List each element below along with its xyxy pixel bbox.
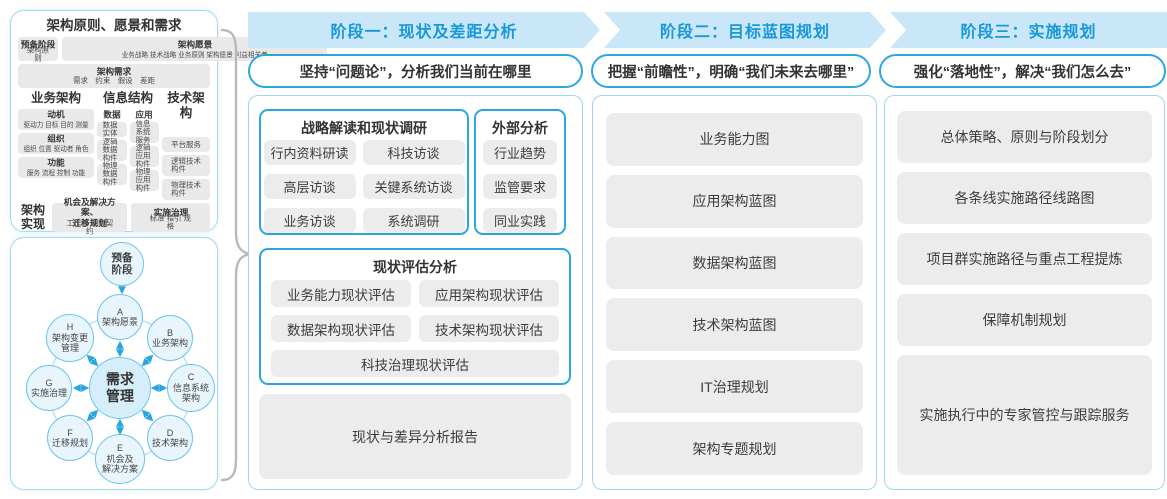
current-state-evaluation-box: 现状评估分析 业务能力现状评估 应用架构现状评估 数据架构现状评估 技术架构现状…	[259, 248, 571, 385]
external-item: 监管要求	[483, 174, 557, 199]
business-architecture-header: 业务架构	[30, 91, 81, 105]
phase3-item: 实施执行中的专家管控与跟踪服务	[897, 355, 1152, 475]
strategy-item: 高层访谈	[263, 174, 356, 199]
technology-architecture-column: 技术架构 平台服务 逻辑技术 构件 物理技术 构件	[162, 91, 210, 200]
phase3-item: 总体策略、原则与阶段划分	[897, 111, 1152, 163]
data-subcolumn: 数据 数据实体 逻辑数据 构件 物理数据 构件	[97, 109, 127, 200]
vision-sub: 业务战略 技术战略 业务原则 架构愿景 利益相关者	[121, 50, 268, 59]
strategy-item: 关键系统访谈	[362, 174, 465, 199]
phase2-panel: 业务能力图 应用架构蓝图 数据架构蓝图 技术架构蓝图 IT治理规划 架构专题规划	[592, 95, 877, 490]
phase2-item: 技术架构蓝图	[606, 298, 863, 352]
architecture-content-framework-panel: 架构原则、愿景和需求 预备阶段 架构原则 架构愿景 业务战略 技术战略 业务原则…	[10, 10, 328, 235]
external-analysis-title: 外部分析	[492, 120, 548, 136]
evaluation-item: 科技治理现状评估	[271, 350, 559, 377]
evaluation-item: 数据架构现状评估	[271, 315, 411, 342]
prep-phase-title: 预备阶段	[20, 39, 56, 50]
adm-phase-a-vision-circle: A 架构愿景	[97, 294, 143, 340]
information-structure-header: 信息结构	[102, 91, 153, 105]
phase3-item: 保障机制规划	[897, 294, 1152, 346]
external-analysis-box: 外部分析 行业趋势 监管要求 同业实践	[474, 109, 566, 235]
strategy-research-title: 战略解读和现状调研	[301, 120, 427, 136]
logical-tech-box: 逻辑技术 构件	[162, 155, 210, 176]
technology-architecture-header: 技术架构	[167, 91, 205, 120]
external-item: 行业趋势	[483, 140, 557, 165]
adm-phase-d-technology-circle: D 技术架构	[147, 415, 193, 461]
strategy-item: 业务访谈	[263, 208, 356, 233]
motivation-box: 动机 驱动力 目标 目的 测量	[18, 109, 94, 130]
phase2-item: 数据架构蓝图	[606, 236, 863, 290]
adm-prep-phase-circle: 预备 阶段	[100, 242, 144, 286]
architecture-requirements-box: 架构需求 需求 约束 假设 差距	[18, 64, 210, 88]
requirements-title: 架构需求	[96, 66, 132, 77]
physical-data-box: 物理数据 构件	[97, 162, 127, 187]
adm-phase-b-business-circle: B 业务架构	[147, 315, 193, 361]
phase1-panel: 战略解读和现状调研 行内资料研读 科技访谈 高层访谈 关键系统访谈 业务访谈 系…	[248, 95, 583, 490]
evaluation-item: 业务能力现状评估	[271, 280, 411, 307]
opportunities-migration-box: 机会及解决方案、 迁移规划 工作包 架构契约	[52, 197, 128, 235]
physical-app-box: 物理应用 构件	[129, 168, 159, 193]
vision-title: 架构愿景	[177, 39, 212, 50]
phase2-slogan: 把握“前瞻性”，明确“我们未来去哪里”	[591, 54, 871, 88]
physical-tech-box: 物理技术 构件	[162, 179, 210, 200]
phase3-header-band: 阶段三：实施规划	[890, 12, 1167, 48]
strategy-research-box: 战略解读和现状调研 行内资料研读 科技访谈 高层访谈 关键系统访谈 业务访谈 系…	[259, 109, 469, 235]
phase1-header-band: 阶段一：现状及差距分析	[248, 12, 600, 48]
requirements-sub: 需求 约束 假设 差距	[73, 76, 155, 85]
phase2-item: 架构专题规划	[606, 422, 863, 475]
phase2-item: IT治理规划	[606, 360, 863, 414]
external-item: 同业实践	[483, 208, 557, 233]
phase2-item: 应用架构蓝图	[606, 174, 863, 228]
platform-service-box: 平台服务	[162, 137, 210, 152]
business-architecture-column: 业务架构 动机 驱动力 目标 目的 测量 组织 组织 位置 驱动者 角色 功能 …	[18, 91, 94, 200]
strategy-item: 科技访谈	[362, 140, 465, 165]
function-box: 功能 服务 流程 控制 功能	[18, 157, 94, 178]
gap-analysis-report-box: 现状与差异分析报告	[259, 394, 571, 479]
strategy-item: 系统调研	[362, 208, 465, 233]
application-subcolumn: 应用 信息系统 服务 逻辑应用 构件 物理应用 构件	[129, 109, 159, 200]
evaluation-item: 技术架构现状评估	[419, 315, 559, 342]
adm-requirements-management-circle: 需求 管理	[89, 357, 151, 419]
phase3-item: 项目群实施路径与重点工程提炼	[897, 233, 1152, 285]
phase2-item: 业务能力图	[606, 113, 863, 166]
current-state-evaluation-title: 现状评估分析	[373, 259, 457, 275]
adm-cycle-panel: 预备 阶段 A 架构愿景 B 业务架构 C 信息系统 架构 D 技术架构 E 机…	[10, 237, 218, 490]
phase3-panel: 总体策略、原则与阶段划分 各条线实施路径线路图 项目群实施路径与重点工程提炼 保…	[884, 95, 1165, 490]
evaluation-item: 应用架构现状评估	[419, 280, 559, 307]
adm-phase-h-change-circle: H 架构变更 管理	[46, 314, 94, 362]
prep-phase-box: 预备阶段 架构原则	[18, 37, 58, 63]
phase3-slogan: 强化“落地性”，解决“我们怎么去”	[879, 54, 1166, 88]
info-system-service-box: 信息系统 服务	[129, 120, 159, 145]
architecture-realization-label: 架构 实现	[20, 202, 45, 231]
adm-phase-c-information-circle: C 信息系统 架构	[167, 364, 215, 412]
data-entity-box: 数据实体	[97, 121, 127, 137]
framework-title: 架构原则、愿景和需求	[46, 18, 182, 33]
adm-phase-e-opportunities-circle: E 机会及 解决方案	[95, 434, 145, 484]
organization-box: 组织 组织 位置 驱动者 角色	[18, 133, 94, 154]
strategy-item: 行内资料研读	[263, 140, 356, 165]
logical-data-box: 逻辑数据 构件	[97, 138, 127, 163]
implementation-governance-box: 实施治理 标准 指引 规格	[131, 203, 210, 232]
phase3-item: 各条线实施路径线路图	[897, 172, 1152, 224]
adm-phase-f-migration-circle: F 迁移规划	[47, 415, 93, 461]
information-structure-column: 信息结构 数据 数据实体 逻辑数据 构件 物理数据 构件 应用 信息系统 服务 …	[97, 91, 159, 200]
phase2-header-band: 阶段二：目标蓝图规划	[604, 12, 886, 48]
phase1-slogan: 坚持“问题论”，分析我们当前在哪里	[248, 54, 583, 88]
prep-phase-sub: 架构原则	[26, 45, 50, 63]
adm-phase-g-governance-circle: G 实施治理	[26, 365, 72, 411]
logical-app-box: 逻辑应用 构件	[129, 144, 159, 169]
